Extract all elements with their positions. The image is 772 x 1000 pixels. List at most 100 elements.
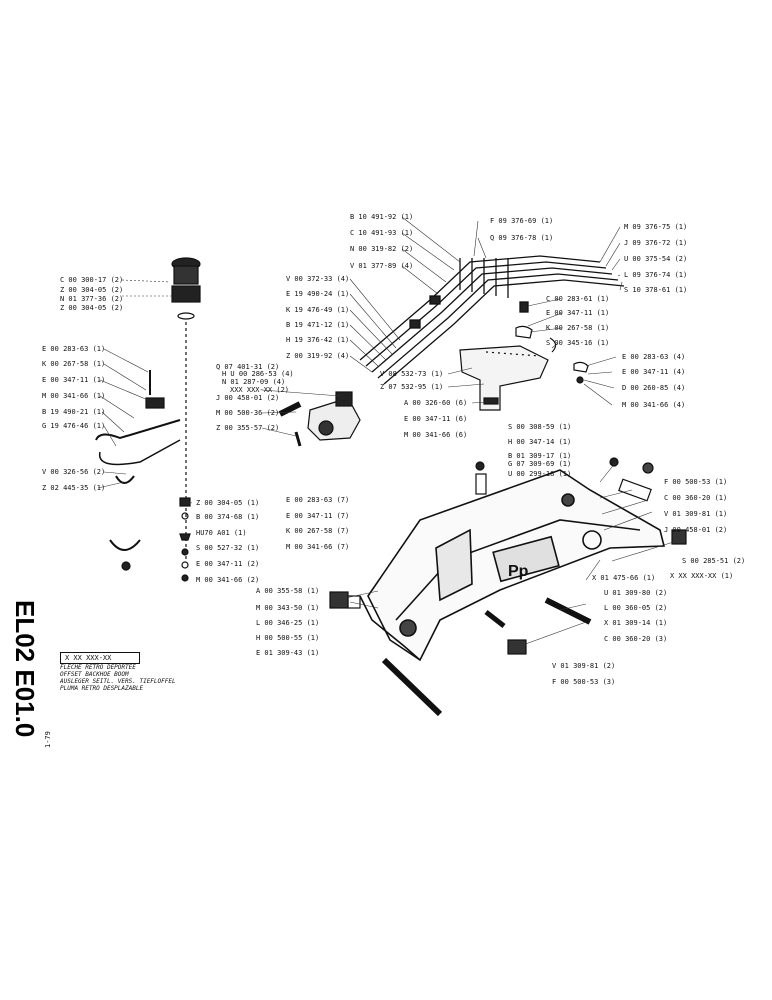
callout: X 01 309-14 (1) [604, 619, 667, 627]
callout: C 00 283-61 (1) [546, 295, 609, 303]
sheet-code-text: EL02 E01.0 [10, 600, 40, 738]
callout: E 00 283-63 (7) [286, 496, 349, 504]
callout: U 01 309-80 (2) [604, 589, 667, 597]
callout: Z 00 355-57 (2) [216, 424, 279, 432]
callout: H 19 376-42 (1) [286, 336, 349, 344]
callout: E 00 347-11 (4) [622, 368, 685, 376]
callout: Z 07 532-95 (1) [380, 383, 443, 391]
callout: G 19 476-46 (1) [42, 422, 105, 430]
callout: M 09 376-75 (1) [624, 223, 687, 231]
callout: E 00 347-11 (6) [404, 415, 467, 423]
callout: XXX XXX-XX (2) [230, 386, 289, 394]
callout: K 00 267-58 (1) [546, 324, 609, 332]
callout: K 19 476-49 (1) [286, 306, 349, 314]
leader-lines [97, 216, 681, 647]
callout: B 19 490-21 (1) [42, 408, 105, 416]
callout: E 00 283-63 (1) [42, 345, 105, 353]
title-fr: FLECHE RETRO DEPORTEE [60, 664, 136, 671]
assembly-part-number: X XX XXX-XX [60, 652, 140, 664]
callout: Q 07 401-31 (2) [216, 363, 279, 371]
callout: X XX XXX-XX (1) [670, 572, 733, 580]
callout: L 00 360-05 (2) [604, 604, 667, 612]
callout: A 00 355-58 (1) [256, 587, 319, 595]
callout: E 00 283-63 (4) [622, 353, 685, 361]
callout: V 01 309-81 (1) [664, 510, 727, 518]
callout-labels: C 00 300-17 (2) Z 00 304-05 (2) N 01 377… [42, 213, 745, 686]
right-clamp-parts [515, 325, 589, 384]
callout: B 01 309-17 (1) [508, 452, 571, 460]
callout: V 08 532-73 (1) [380, 370, 443, 378]
callout: N 01 287-09 (4) [222, 378, 285, 386]
callout: S 00 285-51 (2) [682, 557, 745, 565]
callout: F 00 500-53 (1) [664, 478, 727, 486]
callout: V 01 377-89 (4) [350, 262, 413, 270]
callout: L 09 376-74 (1) [624, 271, 687, 279]
callout: N 01 377-36 (2) [60, 295, 123, 303]
callout: Z 00 304-05 (2) [60, 286, 123, 294]
sheet-code: EL02 E01.0 [10, 600, 42, 780]
title-block: X XX XXX-XX FLECHE RETRO DEPORTEE OFFSET… [60, 652, 190, 692]
callout: Z 00 319-92 (4) [286, 352, 349, 360]
callout: M 00 343-50 (1) [256, 604, 319, 612]
callout: M 00 341-66 (4) [622, 401, 685, 409]
callout: N 00 319-82 (2) [350, 245, 413, 253]
cylinder-head-part [171, 257, 201, 560]
callout: K 00 267-58 (7) [286, 527, 349, 535]
callout: J 00 458-01 (2) [664, 526, 727, 534]
callout: H U 00 286-53 (4) [222, 370, 294, 378]
title-en: OFFSET BACKHOE BOOM [60, 671, 129, 678]
callout: U 00 375-54 (2) [624, 255, 687, 263]
callout: M 00 500-36 (2) [216, 409, 279, 417]
callout: M 00 341-66 (2) [196, 576, 259, 584]
callout: H 00 347-14 (1) [508, 438, 571, 446]
callout: Z 02 445-35 (1) [42, 484, 105, 492]
offset-boom: Pp [359, 469, 666, 662]
callout: D 00 260-85 (4) [622, 384, 685, 392]
callout: E 01 309-43 (1) [256, 649, 319, 657]
callout: HU70 A01 (1) [196, 529, 247, 537]
callout: Q 09 376-78 (1) [490, 234, 553, 242]
callout: U 00 299-18 (1) [508, 470, 571, 478]
callout: J 00 458-01 (2) [216, 394, 279, 402]
callout: L 00 346-25 (1) [256, 619, 319, 627]
callout: M 00 341-66 (1) [42, 392, 105, 400]
callout: V 00 326-56 (2) [42, 468, 105, 476]
left-pipe-clamp-assembly [95, 370, 181, 571]
callout: E 00 347-11 (7) [286, 512, 349, 520]
callout: X 01 475-66 (1) [592, 574, 655, 582]
callout: E 00 347-11 (1) [546, 309, 609, 317]
callout: S 00 308-59 (1) [508, 423, 571, 431]
callout: A 00 326-60 (6) [404, 399, 467, 407]
sheet-date: 1-79 [44, 731, 52, 748]
callout: Z 00 304-05 (2) [60, 304, 123, 312]
callout: K 00 267-58 (1) [42, 360, 105, 368]
callout: B 10 491-92 (1) [350, 213, 413, 221]
callout: C 10 491-93 (1) [350, 229, 413, 237]
svg-text:Pp: Pp [508, 563, 529, 580]
callout: G 07 309-69 (1) [508, 460, 571, 468]
callout: E 19 490-24 (1) [286, 290, 349, 298]
callout: F 09 376-69 (1) [490, 217, 553, 225]
boom-pins-bushings [329, 457, 687, 717]
callout: E 00 347-11 (1) [42, 376, 105, 384]
callout: V 01 309-81 (2) [552, 662, 615, 670]
callout: B 00 374-68 (1) [196, 513, 259, 521]
callout: S 00 527-32 (1) [196, 544, 259, 552]
callout: B 19 471-12 (1) [286, 321, 349, 329]
callout: S 00 345-16 (1) [546, 339, 609, 347]
hydraulic-hose-bundle [359, 255, 625, 385]
callout: H 00 500-55 (1) [256, 634, 319, 642]
callout: J 09 376-72 (1) [624, 239, 687, 247]
title-de: AUSLEGER SEITL. VERS. TIEFLOFFEL [60, 678, 176, 685]
pin-bracket-part [278, 391, 361, 447]
callout: V 00 372-33 (4) [286, 275, 349, 283]
title-es: PLUMA RETRO DESPLAZABLE [60, 685, 144, 692]
hose-mounting-plate [459, 337, 557, 411]
callout: C 00 360-20 (3) [604, 635, 667, 643]
callout: C 00 300-17 (2) [60, 276, 123, 284]
callout: S 10 378-61 (1) [624, 286, 687, 294]
callout: C 00 360-20 (1) [664, 494, 727, 502]
callout: E 00 347-11 (2) [196, 560, 259, 568]
